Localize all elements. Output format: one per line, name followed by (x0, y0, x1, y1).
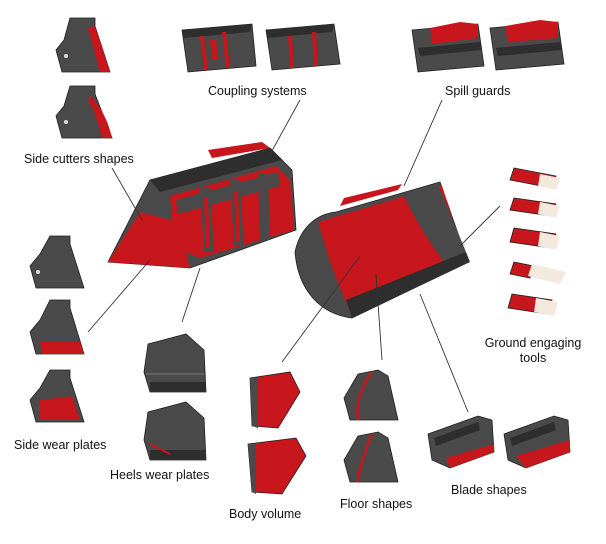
main-bucket-front-view (294, 181, 470, 319)
label-side-cutters-shapes: Side cutters shapes (24, 152, 134, 166)
leader-coupling (267, 99, 301, 159)
blade-shape-2 (503, 415, 571, 469)
heel-wear-plate-shape-1 (143, 333, 207, 393)
label-spill-guards: Spill guards (445, 84, 511, 98)
label-side-wear-plates: Side wear plates (14, 438, 107, 452)
leader-spill-guards (403, 99, 443, 187)
blade-shape-1 (427, 415, 495, 469)
side-wear-plate-shape-2 (29, 299, 85, 355)
coupling-bucket-2 (265, 23, 341, 71)
label-ground-engaging-line2: tools (519, 351, 547, 365)
body-volume-shape-2 (247, 437, 307, 495)
ground-engaging-tool-3 (509, 227, 560, 250)
floor-shape-2 (343, 431, 399, 483)
leader-floor (375, 273, 383, 361)
label-ground-engaging-line1: Ground engaging (484, 336, 582, 350)
leader-side-wear (87, 259, 151, 333)
ground-engaging-tool-5 (507, 293, 558, 316)
heel-wear-plate-shape-2 (143, 401, 207, 461)
label-blade-shapes: Blade shapes (451, 483, 527, 497)
side-wear-plate-shape-3 (29, 369, 85, 423)
label-heels-wear-plates: Heels wear plates (110, 468, 210, 482)
leader-side-cutters (111, 167, 143, 221)
coupling-bucket-1 (181, 23, 257, 73)
side-wear-plate-shape-1 (29, 235, 85, 289)
ground-engaging-tool-2 (509, 197, 560, 218)
side-cutter-shape-1 (55, 17, 111, 73)
ground-engaging-tool-1 (509, 167, 560, 190)
floor-shape-1 (343, 369, 399, 421)
label-coupling-systems: Coupling systems (208, 84, 307, 98)
leader-blade (419, 293, 469, 413)
leader-heels (181, 267, 201, 323)
leader-ground-engaging (459, 205, 501, 247)
label-body-volume: Body volume (229, 507, 302, 521)
spill-guard-bucket-1 (411, 22, 485, 73)
spill-guard-bucket-2 (489, 20, 565, 71)
body-volume-shape-1 (249, 371, 301, 429)
ground-engaging-tool-4 (509, 261, 566, 284)
leader-lines (87, 99, 501, 413)
label-floor-shapes: Floor shapes (340, 497, 413, 511)
leader-body-volume (281, 255, 361, 363)
main-bucket-rear-view (107, 142, 297, 269)
label-ground-engaging-tools: Ground engaging tools (481, 336, 585, 366)
side-cutter-shape-2 (55, 85, 113, 139)
